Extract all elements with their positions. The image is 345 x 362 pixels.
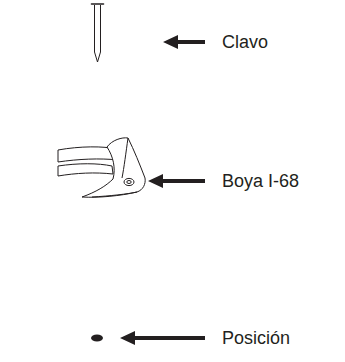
position-dot (91, 335, 103, 342)
part-label: Boya I-68 (222, 172, 299, 190)
part-label: Posición (222, 329, 290, 347)
pointer-arrows (120, 35, 205, 345)
nail-icon (92, 4, 104, 62)
buoy-icon (58, 138, 145, 197)
part-label: Clavo (222, 33, 268, 51)
